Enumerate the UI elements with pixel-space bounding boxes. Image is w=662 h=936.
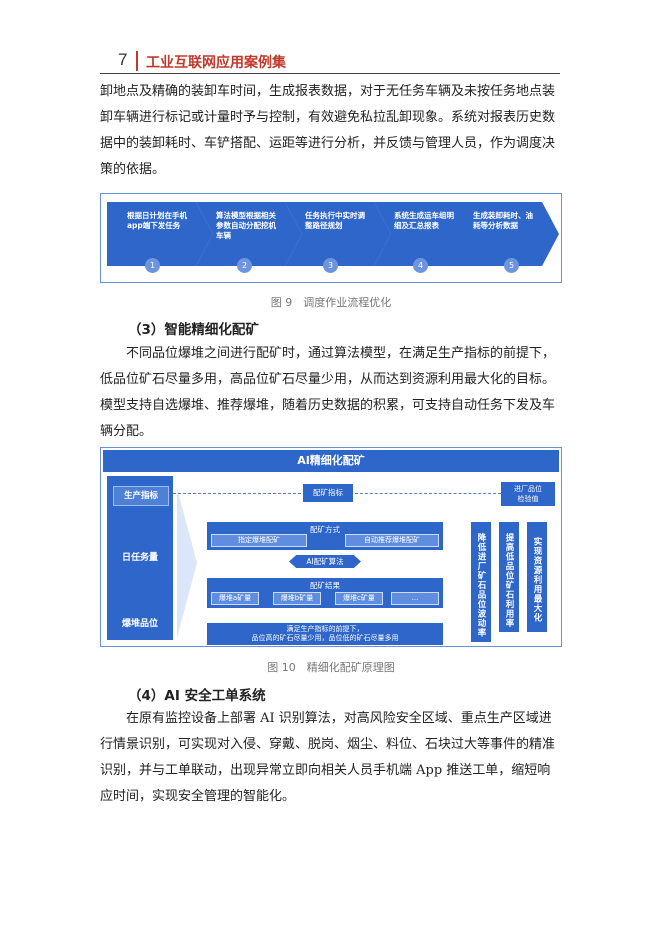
step-number-badge: 4 — [413, 258, 428, 273]
result-title: 配矿结果 — [310, 581, 340, 590]
text-line: 模型支持自选爆堆、推荐爆堆，随着历史数据的积累，可支持自动任务下发及车 — [100, 398, 556, 413]
method-title: 配矿方式 — [310, 525, 340, 534]
paragraph-ai-safety: 在原有监控设备上部署 AI 识别算法，对高风险安全区域、重点生产区域进 行情景识… — [100, 706, 562, 810]
figure-9-caption: 图 9 调度作业流程优化 — [270, 296, 392, 309]
method-auto: 自动推荐爆堆配矿 — [345, 534, 439, 547]
flow-step-text: 算法模型根据相关参数自动分配挖机车辆 — [216, 211, 276, 240]
flow-arrow — [177, 488, 197, 638]
text-line: 低品位矿石尽量多用，高品位矿石尽量少用，从而达到资源利用最大化的目标。 — [100, 372, 556, 387]
text-line: 据中的装卸耗时、车铲搭配、运距等进行分析，并反馈与管理人员，作为调度决 — [100, 136, 556, 151]
flow-step-2: 算法模型根据相关参数自动分配挖机车辆 — [196, 202, 302, 266]
flow-step-text: 根据日计划在手机app端下发任务 — [127, 211, 187, 230]
flow-step-1: 根据日计划在手机app端下发任务 — [107, 202, 213, 266]
flow-step-5: 生成装卸耗时、油耗等分析数据 — [453, 202, 559, 266]
header-divider — [136, 51, 138, 71]
text-line: 识别，并与工单联动，出现异常立即向相关人员手机端 App 推送工单，缩短响 — [100, 763, 551, 778]
input-daily-volume: 日任务量 — [121, 553, 158, 563]
incoming-grade-box: 进厂品位 检验值 — [501, 482, 555, 506]
bottom-goal-block: 满足生产指标的前提下， 品位高的矿石尽量少用，品位低的矿石尽量多用 — [207, 623, 443, 645]
step-number-badge: 1 — [145, 258, 160, 273]
input-panel: 生产指标 日任务量 爆堆品位 — [107, 476, 173, 640]
flow-step-text: 生成装卸耗时、油耗等分析数据 — [473, 211, 533, 230]
page-header: 7 工业互联网应用案例集 — [100, 48, 560, 74]
figure-ore-blending: AI精细化配矿 生产指标 日任务量 爆堆品位 配矿指标 进厂品位 检验值 配矿方… — [100, 447, 562, 647]
figure-10-caption: 图 10 精细化配矿原理图 — [267, 661, 395, 674]
result-more: ... — [391, 592, 439, 605]
text-line: 辆分配。 — [100, 424, 153, 439]
result-pile-a: 爆堆a矿量 — [211, 592, 259, 605]
goal-reduce-fluctuation: 降低进厂矿石品位波动率 — [471, 522, 491, 642]
result-pile-c: 爆堆c矿量 — [335, 592, 383, 605]
paragraph-dispatch: 卸地点及精确的装卸车时间，生成报表数据，对于无任务车辆及未按任务地点装 卸车辆进… — [100, 79, 562, 183]
header-rule — [100, 73, 560, 74]
blend-indicator-box: 配矿指标 — [303, 484, 353, 502]
goal-line-1: 满足生产指标的前提下， — [286, 625, 364, 633]
text-line: 在原有监控设备上部署 AI 识别算法，对高风险安全区域、重点生产区域进 — [126, 711, 552, 726]
paragraph-ore-blending: 不同品位爆堆之间进行配矿时，通过算法模型，在满足生产指标的前提下， 低品位矿石尽… — [100, 341, 562, 445]
step-number-badge: 5 — [504, 258, 519, 273]
step-number-badge: 2 — [237, 258, 252, 273]
input-production-target: 生产指标 — [113, 486, 169, 506]
result-pile-b: 爆堆b矿量 — [273, 592, 321, 605]
figure-dispatch-flow: 根据日计划在手机app端下发任务 算法模型根据相关参数自动分配挖机车辆 任务执行… — [100, 193, 562, 283]
method-manual: 指定爆堆配矿 — [211, 534, 307, 547]
page-number: 7 — [118, 50, 128, 69]
flow-step-text: 任务执行中实时调整路径规划 — [305, 211, 365, 230]
section-heading-4: （4）AI 安全工单系统 — [128, 688, 266, 704]
section-heading-3: （3）智能精细化配矿 — [128, 322, 259, 338]
connector-line — [173, 493, 301, 494]
text-line: 卸地点及精确的装卸车时间，生成报表数据，对于无任务车辆及未按任务地点装 — [100, 84, 556, 99]
running-title: 工业互联网应用案例集 — [146, 55, 286, 71]
step-number-badge: 3 — [323, 258, 338, 273]
connector-line — [355, 493, 501, 494]
figure-title: AI精细化配矿 — [103, 450, 559, 472]
text-line: 行情景识别，可实现对入侵、穿戴、脱岗、烟尘、料位、石块过大等事件的精准 — [100, 737, 556, 752]
ai-algorithm-label: AI配矿算法 — [289, 555, 361, 568]
flow-step-text: 系统生成运车组明细及汇总报表 — [394, 211, 454, 230]
flow-step-3: 任务执行中实时调整路径规划 — [285, 202, 391, 266]
goal-line-2: 品位高的矿石尽量少用，品位低的矿石尽量多用 — [251, 634, 399, 642]
goal-low-grade-usage: 提高低品位矿石利用率 — [499, 522, 519, 632]
text-line: 不同品位爆堆之间进行配矿时，通过算法模型，在满足生产指标的前提下， — [126, 346, 556, 361]
goal-max-resource: 实现资源利用最大化 — [527, 522, 547, 632]
input-pile-grade: 爆堆品位 — [121, 619, 158, 629]
text-line: 卸车辆进行标记或计量时予与控制，有效避免私拉乱卸现象。系统对报表历史数 — [100, 110, 556, 125]
text-line: 应时间，实现安全管理的智能化。 — [100, 789, 296, 804]
text-line: 策的依据。 — [100, 162, 166, 177]
